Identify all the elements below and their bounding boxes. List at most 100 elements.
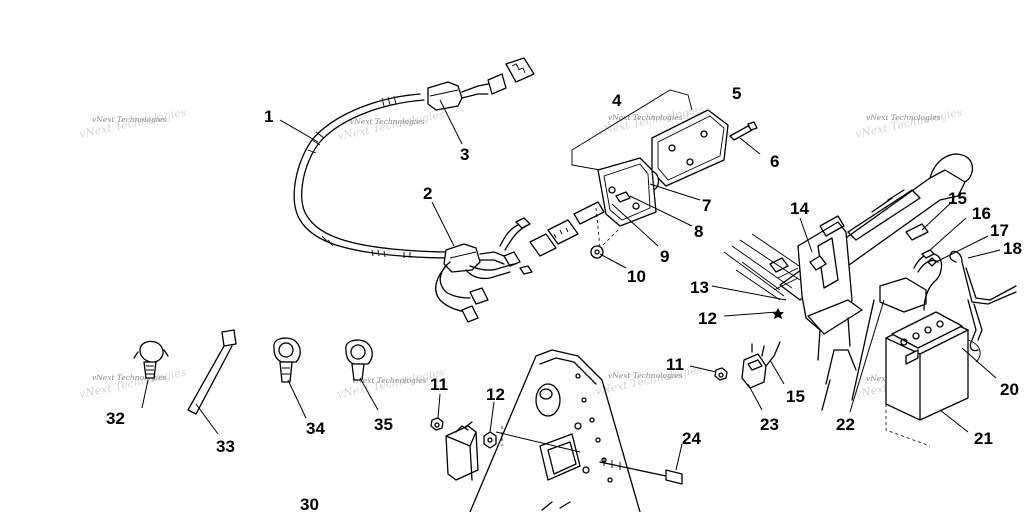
leader-11a	[437, 393, 441, 419]
leader-18	[967, 249, 1001, 259]
leader-33	[195, 403, 219, 435]
assembly-bracket-top	[571, 89, 693, 151]
leader-10	[599, 253, 627, 269]
nut-11-left	[430, 417, 444, 431]
tail-light-washer	[590, 245, 604, 259]
battery-dashed-guide	[885, 404, 931, 447]
nut-11-right	[714, 367, 728, 381]
lens-screw-hole	[668, 144, 676, 152]
leader-9	[611, 203, 659, 247]
watermark-ghost: vNext Technologies	[594, 362, 704, 398]
leader-11b	[689, 365, 717, 373]
watermark-text: vNext Technologies	[352, 376, 427, 385]
leader-lines	[141, 99, 1001, 471]
plate-hole	[574, 422, 582, 430]
plate-hole	[595, 437, 601, 443]
lens-screw-hole	[686, 158, 694, 166]
tail-light-socket	[547, 201, 605, 245]
plate-hole	[575, 373, 581, 379]
watermark-text: vNext Technologies	[608, 371, 683, 380]
washer-12-left	[483, 431, 497, 449]
leader-16	[929, 217, 967, 251]
leader-21	[939, 409, 969, 433]
callout-12-left: 12	[486, 385, 505, 404]
watermark-text: vNext Technologies	[608, 113, 683, 122]
callout-30: 30	[300, 495, 319, 512]
callout-21: 21	[974, 429, 993, 448]
watermark-text: vNext Technologies	[92, 115, 167, 124]
leader-15a	[921, 199, 955, 231]
callout-9: 9	[660, 247, 669, 266]
tail-light-assembly	[547, 89, 758, 259]
leader-22	[849, 299, 885, 413]
callout-17: 17	[990, 221, 1009, 240]
terminal-nut	[927, 257, 937, 267]
socket-dashed-guide	[599, 229, 619, 249]
leader-34	[287, 379, 307, 419]
callout-1: 1	[264, 107, 273, 126]
callout-14: 14	[790, 199, 809, 218]
regulator-bracket	[741, 341, 781, 389]
plate-hole	[589, 417, 595, 423]
callout-4: 4	[612, 91, 622, 110]
bolt-24	[599, 458, 683, 485]
watermark-text: vNext Technologies	[350, 117, 425, 126]
callout-34: 34	[306, 419, 325, 438]
bracket-12-star-washer	[772, 308, 784, 319]
frame-and-battery	[714, 153, 1017, 447]
callout-6: 6	[770, 152, 779, 171]
battery-vent-tube	[949, 250, 1017, 352]
battery-cell-cap	[936, 320, 944, 328]
clip-34	[273, 337, 301, 383]
battery-cell-cap	[912, 332, 920, 340]
callout-8: 8	[694, 222, 703, 241]
tie-strap-33	[187, 329, 237, 415]
battery-box-cover	[879, 277, 927, 313]
leader-17	[935, 235, 989, 263]
leader-13	[711, 285, 787, 301]
callout-15-bottom: 15	[786, 387, 805, 406]
callout-10: 10	[627, 267, 646, 286]
plate-hole	[581, 397, 587, 403]
callout-20: 20	[1000, 380, 1019, 399]
leader-1	[279, 119, 319, 143]
callout-labels: 1 2 3 4 5 6 7 8 9 10 11 11 12 12 13 14 1…	[106, 84, 1022, 512]
clip-32	[133, 340, 169, 379]
tail-light-housing	[597, 157, 657, 227]
callout-11-left: 11	[430, 375, 448, 394]
callout-24: 24	[682, 429, 701, 448]
watermark-text: vNext Technologies	[92, 373, 167, 382]
callout-7: 7	[702, 196, 711, 215]
harness-lower-connector	[435, 217, 557, 323]
mounting-plate	[469, 349, 641, 512]
watermark-ghost: vNext Technologies	[78, 365, 188, 401]
frame-bracket	[769, 215, 863, 361]
leader-12a	[489, 401, 495, 433]
leader-2	[431, 201, 455, 247]
wiring-harness	[293, 57, 557, 323]
leader-7	[649, 183, 701, 201]
battery-cell-cap	[900, 338, 908, 346]
callout-2: 2	[423, 184, 432, 203]
callout-33: 33	[216, 437, 235, 456]
assembly-bracket-left	[571, 150, 601, 171]
clip-35	[345, 339, 373, 381]
callout-18: 18	[1003, 239, 1022, 258]
lower-brace	[821, 299, 875, 411]
watermark-ghost: vNext Technologies	[854, 105, 964, 141]
leader-24	[675, 443, 683, 471]
leader-12b	[723, 311, 779, 317]
leader-23	[747, 383, 763, 411]
callout-32: 32	[106, 409, 125, 428]
callout-3: 3	[460, 145, 469, 164]
voltage-regulator	[445, 421, 479, 481]
housing-screw-hole	[632, 202, 640, 210]
terminal-screw	[921, 249, 935, 259]
harness-upper-connector	[427, 57, 535, 111]
battery	[885, 311, 981, 447]
callout-23: 23	[760, 415, 779, 434]
plate-hole	[607, 477, 613, 483]
callout-22: 22	[836, 415, 855, 434]
harness-tape-marks	[307, 95, 411, 258]
